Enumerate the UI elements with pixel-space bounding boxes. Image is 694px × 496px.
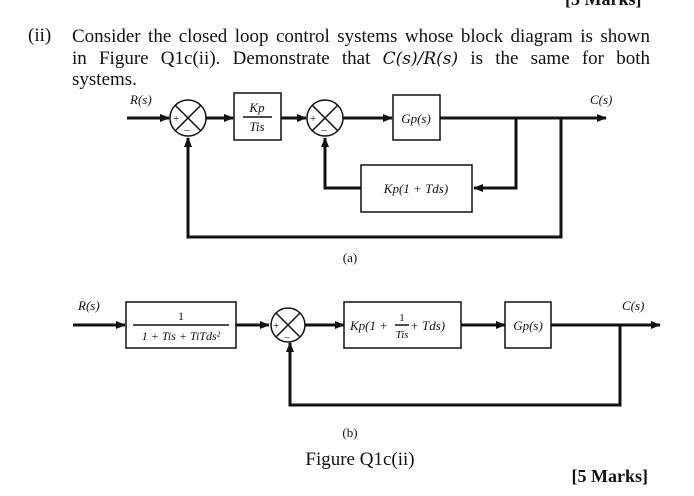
- summing-junction-1-icon: [169, 99, 207, 137]
- input-label-a: R(s): [129, 92, 152, 107]
- minus-sign: −: [184, 125, 190, 137]
- transfer-function-expression: C(s)/R(s): [382, 49, 459, 69]
- question-text: in Figure Q1c(ii). Demonstrate that: [72, 48, 383, 69]
- previous-marks-label: [5 Marks]: [565, 0, 641, 10]
- diagram-b: [73, 321, 661, 407]
- question-text: is the same for both: [458, 48, 650, 69]
- output-label-b: C(s): [622, 298, 644, 313]
- marks-label: [5 Marks]: [571, 466, 648, 486]
- feedback-block-a: [360, 164, 473, 213]
- inner-feedback-path: [473, 118, 518, 192]
- controller-label-b: Kp(1 +: [349, 318, 388, 333]
- inner-feedback-return: [321, 137, 361, 190]
- minus-sign: −: [321, 125, 327, 137]
- question-line-2: in Figure Q1c(ii). Demonstrate that C(s)…: [72, 48, 650, 70]
- feedback-label-a: Kp(1 + Tds): [383, 181, 448, 196]
- controller-frac-den: Tis: [396, 329, 409, 341]
- block1-numerator: Kp: [248, 100, 265, 115]
- caption-a: (a): [343, 250, 357, 265]
- prefilter-denominator: 1 + Tis + TiTds²: [142, 329, 221, 343]
- diagram-a: [127, 114, 607, 239]
- feedback-path-b: [286, 325, 622, 407]
- block1-denominator: Tis: [249, 119, 264, 134]
- output-label-a: C(s): [590, 92, 612, 107]
- controller-label-b-tail: + Tds): [410, 318, 445, 333]
- question-line-3: systems.: [72, 69, 137, 90]
- outer-feedback-path: [184, 118, 563, 239]
- plus-sign: +: [310, 113, 316, 125]
- question-line-1: Consider the closed loop control systems…: [72, 26, 650, 47]
- summing-junction-2-icon: [306, 99, 344, 137]
- controller-frac-num: 1: [399, 312, 405, 324]
- plant-block-b: [504, 301, 552, 349]
- minus-sign: −: [284, 332, 290, 344]
- summing-junction-b-icon: [270, 307, 306, 343]
- plant-label-a: Gp(s): [401, 111, 431, 126]
- plant-label-b: Gp(s): [513, 318, 543, 333]
- plus-sign: +: [273, 320, 279, 332]
- plant-block-a: [392, 94, 441, 141]
- input-label-b: R(s): [77, 298, 100, 313]
- prefilter-numerator: 1: [178, 309, 184, 323]
- caption-b: (b): [342, 425, 357, 440]
- plus-sign: +: [173, 113, 179, 125]
- figure-caption: Figure Q1c(ii): [305, 449, 415, 470]
- question-number: (ii): [28, 25, 52, 46]
